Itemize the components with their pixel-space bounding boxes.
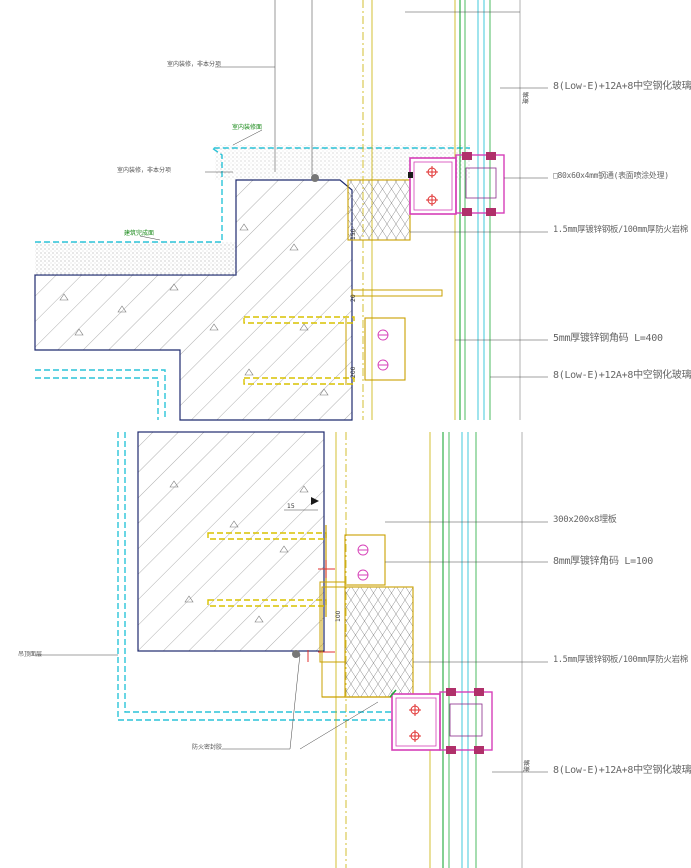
dim-100: 100 [335, 610, 342, 622]
dim-150: 150 [350, 228, 357, 240]
top-section-drawing: 室内装修，非本分项 室内装修面 室内装修，非本分项 建筑完成面 8(Low-E)… [0, 0, 691, 421]
label-fireproof-bottom: 1.5mm厚镀锌钢板/100mm厚防火岩棉 [553, 655, 688, 665]
label-building-finish: 建筑完成面 [124, 230, 155, 237]
bottom-drawing-svg [35, 431, 548, 868]
section-flag [311, 497, 319, 505]
label-interior-finish: 室内装修，非本分项 [167, 61, 222, 68]
vertical-note-bottom: 玻璃 [524, 759, 531, 772]
label-interior-surface: 室内装修面 [232, 124, 263, 131]
concrete-beam [137, 431, 325, 652]
label-interior-finish-2: 室内装修，非本分项 [117, 167, 172, 174]
curtain-wall-glass-bottom [442, 432, 523, 868]
label-glass-bottom: 8(Low-E)+12A+8中空钢化玻璃 [553, 370, 691, 381]
label-steel-tube: □80x60x4mm钢通(表面喷涂处理) [553, 171, 669, 180]
label-bracket: 5mm厚镀锌钢角码 L=400 [553, 333, 663, 344]
finish-lines [35, 147, 470, 420]
steel-tube-mullion [408, 152, 505, 216]
dim-20: 20 [350, 294, 357, 302]
dim-200: 200 [350, 366, 357, 378]
top-drawing-svg [34, 0, 548, 421]
fireproof-insulation [347, 179, 411, 241]
leader-lines [139, 11, 548, 378]
embedded-brackets [243, 316, 355, 385]
steel-angle-bracket [345, 289, 443, 385]
label-glass-top: 8(Low-E)+12A+8中空钢化玻璃 [553, 81, 691, 92]
steel-tube-mullion-bottom [389, 688, 493, 754]
label-sealant: 防火密封胶 [192, 744, 223, 751]
label-embed-plate: 300x200x8埋板 [553, 515, 617, 525]
ceiling-finish-lines [117, 432, 392, 721]
reference-lines [274, 0, 313, 175]
sealant-marker-bottom [292, 650, 300, 658]
vertical-note-top: 玻璃 [523, 91, 530, 104]
dim-15: 15 [287, 503, 295, 510]
bottom-section-drawing: 300x200x8埋板 8mm厚镀锌角码 L=100 1.5mm厚镀锌钢板/10… [0, 431, 691, 868]
label-bracket-bottom: 8mm厚镀锌角码 L=100 [553, 556, 653, 567]
yellow-guides-bottom [335, 432, 431, 868]
label-ceiling: 吊顶面层 [18, 651, 43, 658]
sealant-marker [311, 174, 319, 182]
label-glass-bottom-panel: 8(Low-E)+12A+8中空钢化玻璃 [553, 765, 691, 776]
label-fireproof: 1.5mm厚镀锌钢板/100mm厚防火岩棉 [553, 225, 688, 235]
leader-lines-bottom [35, 509, 548, 773]
